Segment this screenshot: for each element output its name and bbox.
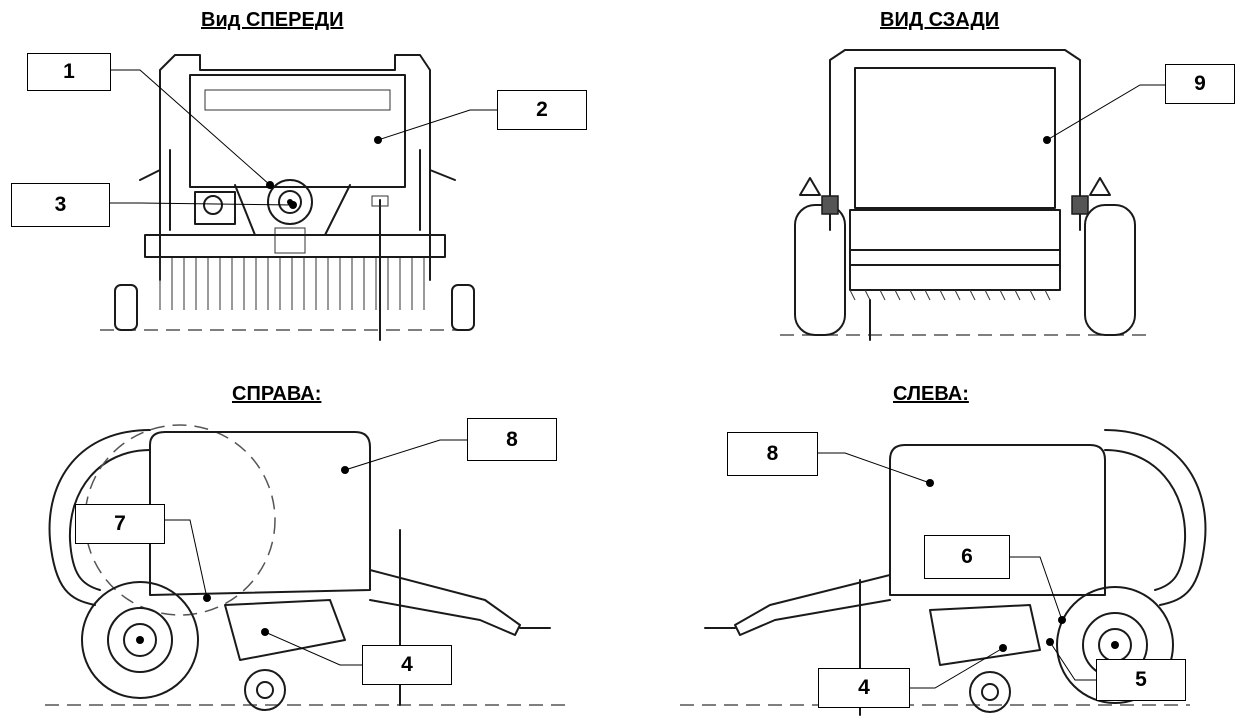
callout-3: 3: [11, 183, 110, 227]
left-view-drawing: [680, 429, 1207, 716]
right-view-drawing: [45, 424, 570, 711]
callout-9: 9: [1165, 64, 1235, 104]
front-view-drawing: [100, 54, 475, 341]
callout-4-left: 4: [818, 668, 910, 708]
callout-8-left: 8: [727, 432, 818, 476]
front-view-title: Вид СПЕРЕДИ: [201, 9, 344, 31]
callout-5: 5: [1096, 659, 1186, 701]
right-view-title: СПРАВА:: [232, 383, 322, 405]
callout-7: 7: [75, 504, 165, 544]
callout-4-right: 4: [362, 645, 452, 685]
rear-view-title: ВИД СЗАДИ: [880, 9, 1000, 31]
leader-lines: [110, 69, 1165, 689]
callout-2: 2: [497, 90, 587, 130]
left-view-title: СЛЕВА:: [893, 383, 969, 405]
callout-6: 6: [924, 535, 1010, 579]
callout-1: 1: [27, 53, 111, 91]
rear-view-drawing: [780, 49, 1150, 341]
callout-8-right: 8: [467, 418, 557, 461]
